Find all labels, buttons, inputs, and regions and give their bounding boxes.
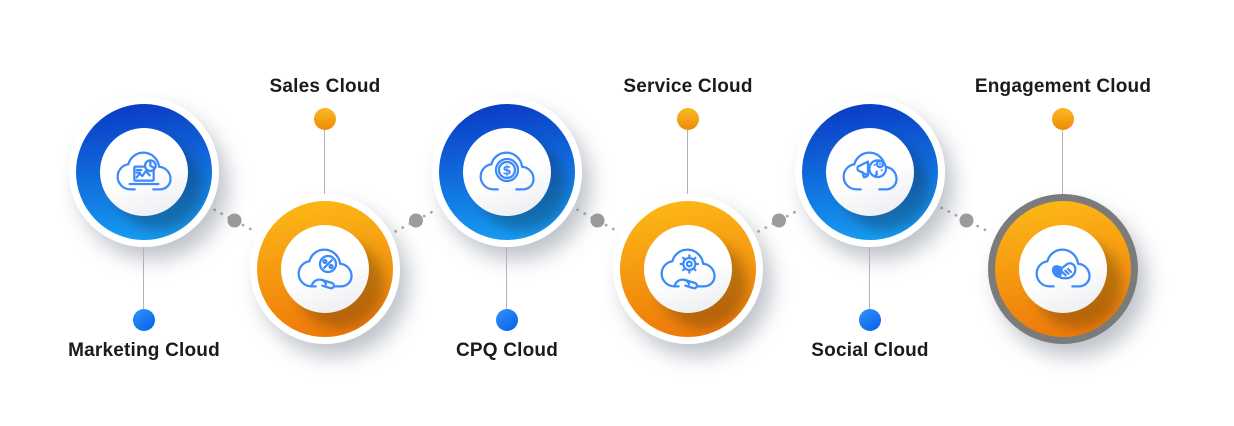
marker-dot-orange (1052, 108, 1074, 130)
marker-dot-blue (133, 309, 155, 331)
cloud-hand-gear-icon (660, 248, 716, 290)
engagement-cloud-inner-disc (1019, 225, 1107, 313)
connector-stem (143, 247, 144, 310)
connector-stem (687, 130, 688, 194)
node-service-cloud: Service Cloud (578, 0, 798, 426)
cloud-handshake-icon (1035, 248, 1091, 288)
node-marketing-cloud: Marketing Cloud (34, 0, 254, 426)
sales-cloud-inner-disc (281, 225, 369, 313)
social-cloud-inner-disc (826, 128, 914, 216)
node-label: Sales Cloud (269, 76, 381, 97)
node-cpq-cloud: $ CPQ Cloud (397, 0, 617, 426)
node-social-cloud: Social Cloud (760, 0, 980, 426)
cloud-hand-percent-icon (297, 248, 353, 290)
connector-stem (1062, 130, 1063, 194)
connector-stem (869, 247, 870, 310)
svg-text:$: $ (502, 164, 511, 179)
node-label: Marketing Cloud (68, 340, 220, 361)
cloud-megaphone-media-icon (842, 151, 898, 191)
sales-cloud-circle (250, 194, 400, 344)
node-label: Service Cloud (623, 76, 753, 97)
marker-dot-orange (314, 108, 336, 130)
cloud-dollar-coin-icon: $ (479, 151, 535, 191)
connector-stem (324, 130, 325, 194)
marker-dot-orange (677, 108, 699, 130)
node-sales-cloud: Sales Cloud (215, 0, 435, 426)
cpq-cloud-inner-disc: $ (463, 128, 551, 216)
node-label: CPQ Cloud (455, 340, 559, 361)
service-cloud-circle (613, 194, 763, 344)
engagement-cloud-circle (988, 194, 1138, 344)
node-label: Engagement Cloud (974, 76, 1152, 97)
service-cloud-inner-disc (644, 225, 732, 313)
connector-stem (506, 247, 507, 310)
marker-dot-blue (859, 309, 881, 331)
marketing-cloud-inner-disc (100, 128, 188, 216)
marketing-cloud-circle (69, 97, 219, 247)
node-engagement-cloud: Engagement Cloud (953, 0, 1173, 426)
node-label: Social Cloud (811, 340, 929, 361)
marker-dot-blue (496, 309, 518, 331)
cpq-cloud-circle: $ (432, 97, 582, 247)
cloud-analytics-laptop-icon (116, 151, 172, 191)
social-cloud-circle (795, 97, 945, 247)
